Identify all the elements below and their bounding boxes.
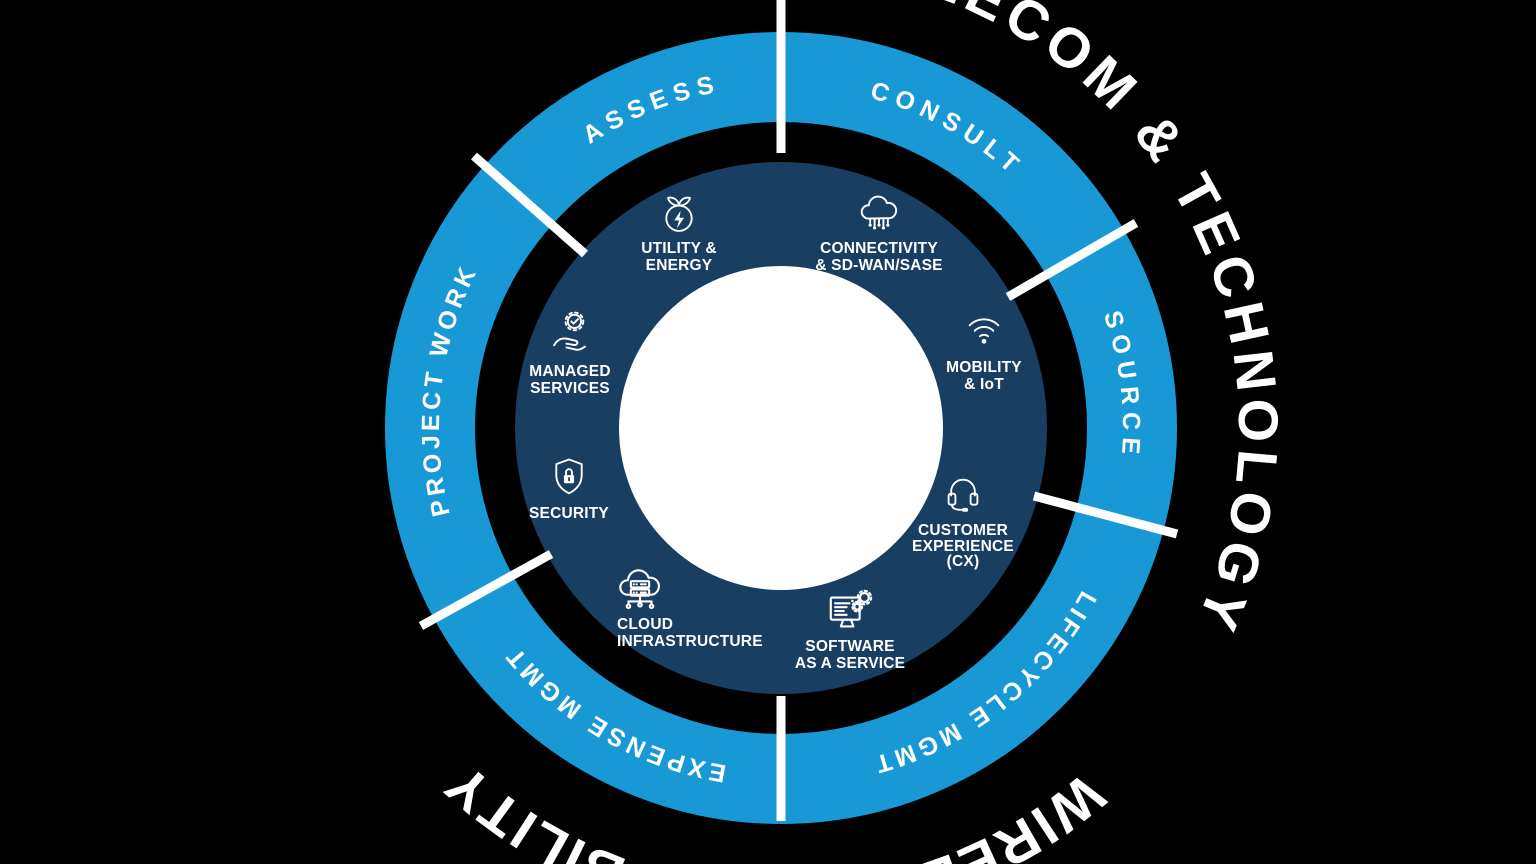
wifi-icon (899, 305, 1069, 349)
service-label-line: (CX) (946, 553, 980, 570)
service-software-as-a-service: SOFTWARE AS A SERVICE (765, 586, 935, 672)
gear-hand-icon (485, 309, 655, 355)
service-label-line: SECURITY (529, 505, 609, 522)
cloud-network-icon (779, 192, 979, 238)
service-label-line: & IoT (964, 375, 1004, 393)
service-label-line: MANAGED (529, 363, 611, 380)
service-cloud-infrastructure: CLOUD INFRASTRUCTURE (605, 562, 785, 650)
service-mobility-iot: MOBILITY & IoT (899, 305, 1069, 393)
shield-lock-icon (484, 454, 654, 498)
service-label-line: CONNECTIVITY (820, 240, 938, 257)
service-security: SECURITY (484, 454, 654, 523)
service-label-line: CUSTOMER (917, 522, 1008, 539)
divider-upper-right (1005, 219, 1139, 301)
segment-dividers (418, 0, 1179, 821)
service-label-line: INFRASTRUCTURE (617, 632, 763, 650)
leaf-energy-icon (594, 192, 764, 236)
service-label-line: & SD-WAN/SASE (815, 256, 943, 274)
service-label-line: EXPERIENCE (912, 537, 1014, 555)
service-customer-experience: CUSTOMER EXPERIENCE (CX) (878, 470, 1048, 570)
service-label-line: SERVICES (530, 379, 610, 397)
service-label-line: ENERGY (645, 256, 713, 274)
monitor-gears-icon (765, 586, 935, 636)
center-disc (619, 266, 943, 590)
headset-icon (878, 470, 1048, 514)
divider-lower-left (418, 550, 554, 630)
service-utility-energy: UTILITY & ENERGY (594, 192, 764, 274)
service-label-line: CLOUD (617, 616, 674, 633)
divider-lower-right (1032, 491, 1179, 539)
divider-upper-left (471, 152, 588, 258)
service-label-line: AS A SERVICE (794, 654, 906, 672)
service-label-line: MOBILITY (946, 359, 1022, 376)
service-label-line: UTILITY & (641, 240, 717, 257)
service-connectivity-sdwan: CONNECTIVITY & SD-WAN/SASE (779, 192, 979, 274)
service-managed-services: MANAGED SERVICES (485, 309, 655, 397)
service-label-line: SOFTWARE (805, 638, 895, 655)
cloud-servers-icon (605, 562, 785, 612)
